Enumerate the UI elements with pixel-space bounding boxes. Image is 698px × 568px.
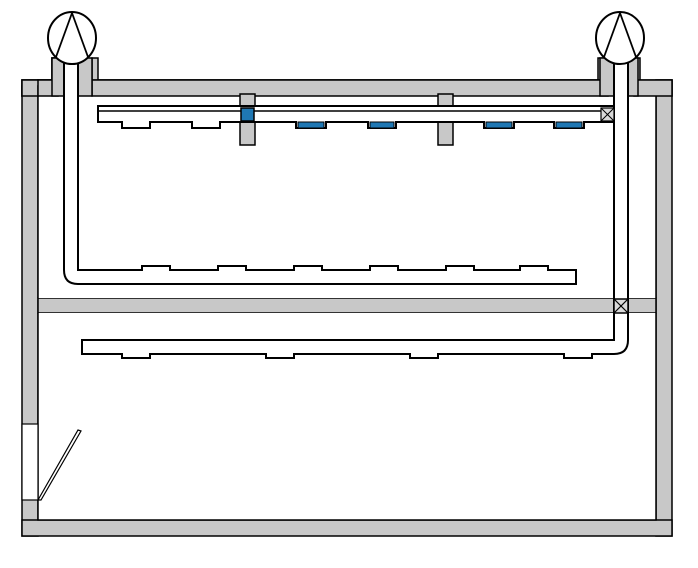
- floor-wall: [21, 519, 673, 537]
- damper-floor-right: [613, 298, 629, 314]
- fan-left: [47, 11, 97, 65]
- roof-top-right: [633, 79, 673, 97]
- diffuser-active-2: [369, 121, 395, 129]
- right-wall: [655, 79, 673, 537]
- door-leaf: [36, 429, 82, 501]
- door-opening: [21, 423, 39, 501]
- fan-right: [595, 11, 645, 65]
- right-supply-duct: [81, 57, 629, 359]
- damper-top-right: [600, 107, 615, 122]
- roof-top: [91, 79, 609, 97]
- diffuser-active-3: [485, 121, 513, 129]
- upper-room: [38, 96, 656, 298]
- inner-walls-outline: [37, 96, 657, 521]
- left-supply-duct: [63, 57, 577, 285]
- sensor-blue-square: [240, 107, 255, 122]
- diffuser-active-4: [555, 121, 583, 129]
- diffuser-active-1: [297, 121, 325, 129]
- mid-floor-slab: [37, 297, 657, 314]
